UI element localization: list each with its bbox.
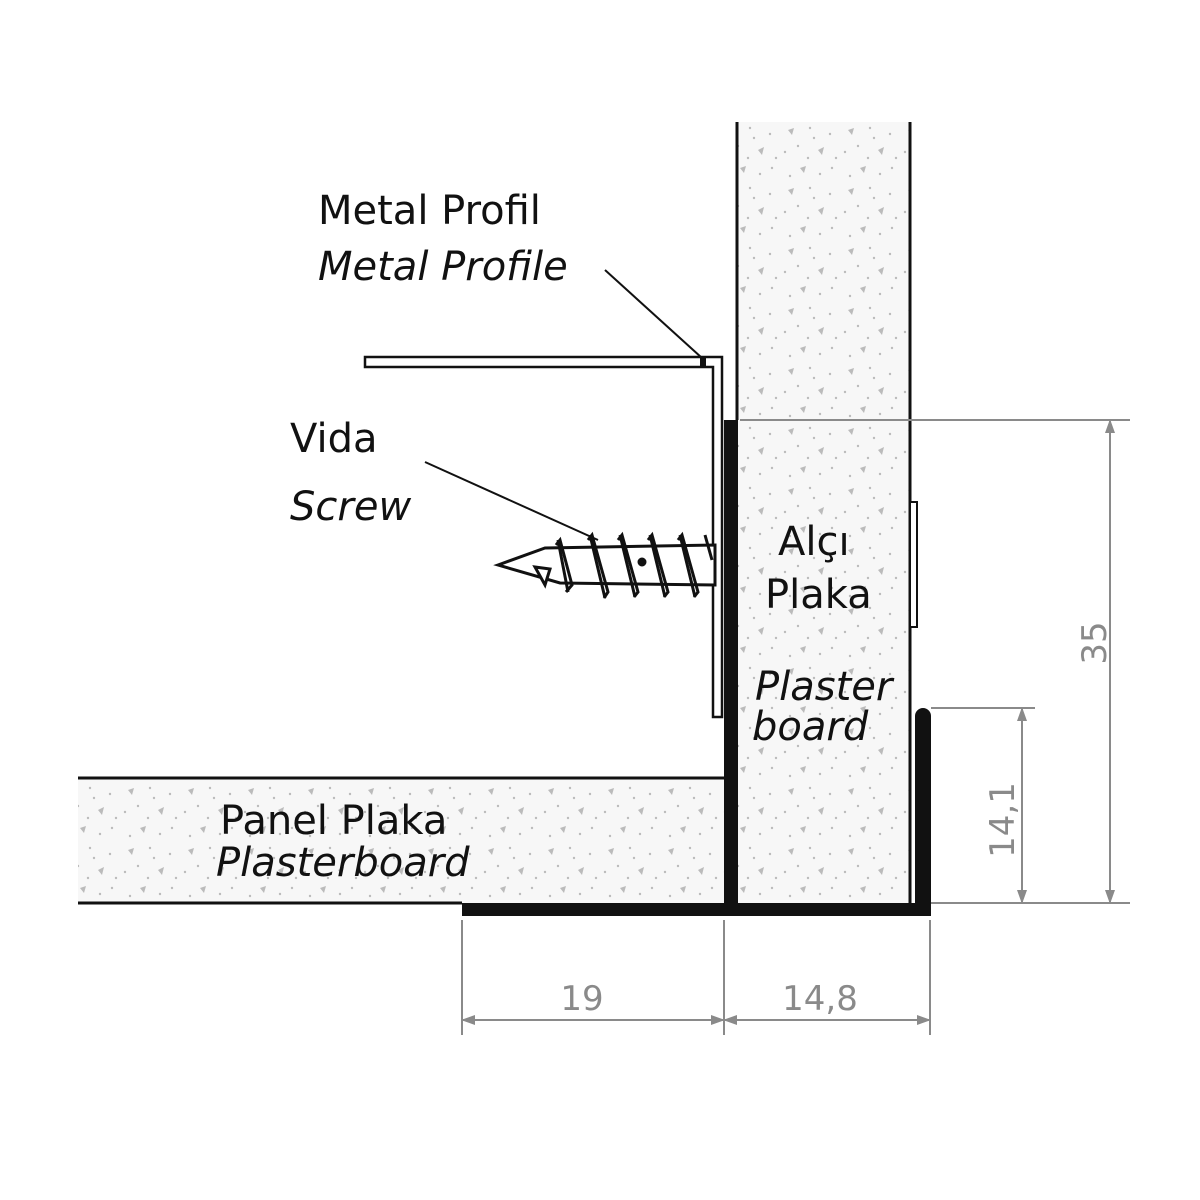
label-plasterboard: Plasterboard xyxy=(216,840,470,886)
profile-corner-mark xyxy=(700,357,706,367)
dimension-lines xyxy=(461,419,1130,1035)
screw xyxy=(493,531,717,599)
horizontal-panel xyxy=(78,776,724,905)
label-panel-plaka: Panel Plaka xyxy=(220,798,447,844)
screw-leader-line xyxy=(424,461,599,541)
dimension-19: 19 xyxy=(560,979,603,1019)
profile-leader-line xyxy=(604,269,703,359)
dimension-35: 35 xyxy=(1075,621,1115,664)
label-alci: Alçı xyxy=(778,519,850,565)
label-plaster: Plaster xyxy=(755,664,895,710)
dimension-14-8: 14,8 xyxy=(782,979,858,1019)
metal-profile xyxy=(363,355,724,719)
trim-profile xyxy=(462,420,931,916)
label-vida: Vida xyxy=(290,416,378,462)
label-screw: Screw xyxy=(290,484,411,530)
label-metal-profile: Metal Profile xyxy=(318,244,568,290)
label-metal-profil: Metal Profil xyxy=(318,188,541,234)
label-plaka: Plaka xyxy=(765,572,872,618)
dimension-14-1: 14,1 xyxy=(983,782,1023,858)
label-board: board xyxy=(752,704,869,750)
vertical-plasterboard xyxy=(735,122,918,903)
